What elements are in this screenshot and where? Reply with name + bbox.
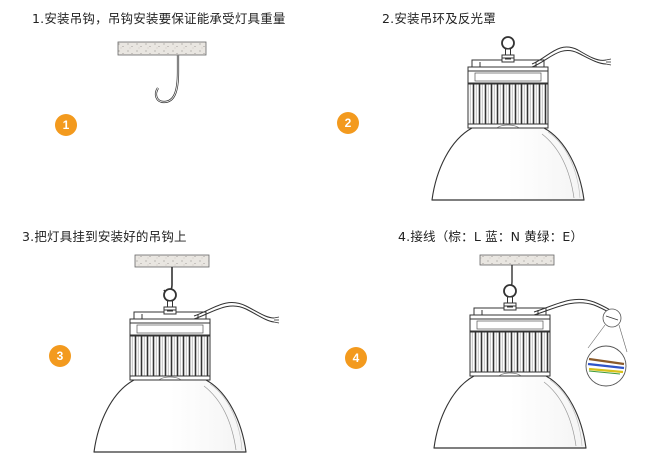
step-2-caption: 2.安装吊环及反光罩 (382, 11, 496, 26)
step-3-badge: 3 (49, 345, 71, 367)
step-1-illustration (117, 41, 207, 104)
step-3-caption: 3.把灯具挂到安装好的吊钩上 (22, 229, 187, 244)
step-1-caption: 1.安装吊钩，吊钩安装要保证能承受灯具重量 (32, 11, 286, 26)
step-1-badge: 1 (55, 114, 77, 136)
step-4-illustration (433, 254, 628, 449)
ceiling-slab (479, 254, 555, 266)
step-4-badge: 4 (345, 347, 367, 369)
step-2-illustration (431, 36, 612, 201)
wire-detail-circle (585, 345, 627, 387)
ceiling-slab (134, 254, 210, 268)
step-4-caption: 4.接线（棕：L 蓝：N 黄绿：E） (398, 229, 584, 244)
step-3-illustration (93, 254, 280, 453)
ceiling-slab (117, 41, 207, 56)
step-2-badge: 2 (337, 112, 359, 134)
